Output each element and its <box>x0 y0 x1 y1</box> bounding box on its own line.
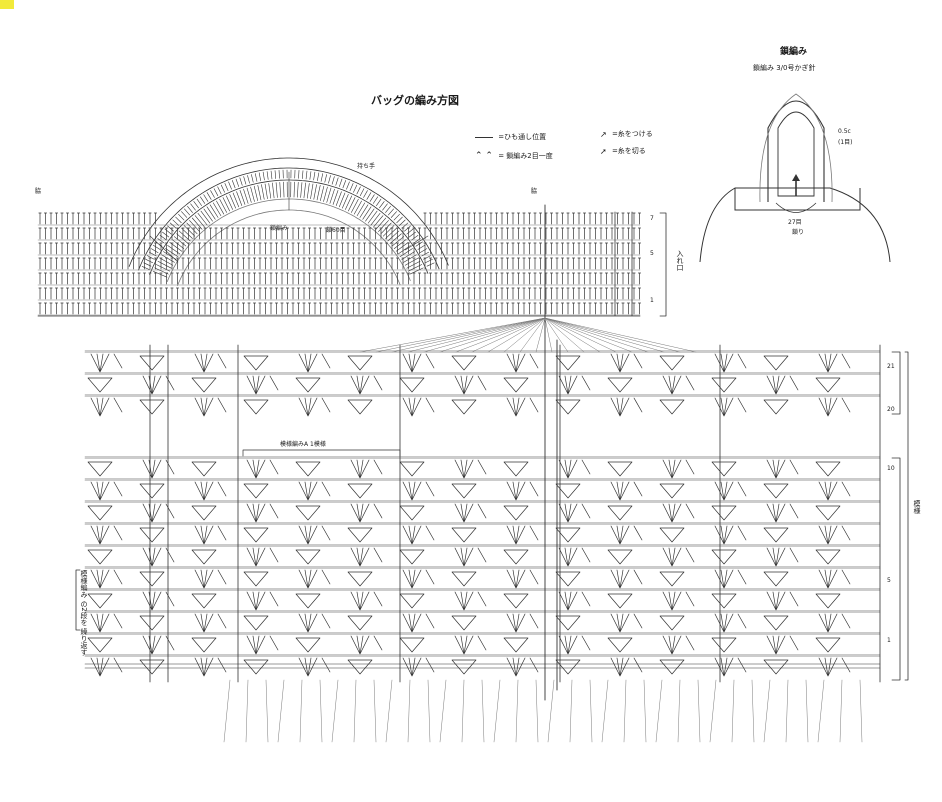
body-brackets <box>75 351 909 681</box>
drawstring-line <box>544 204 558 701</box>
center-side-mark: 脇 <box>531 188 538 195</box>
top-side-label: 入れ口 <box>676 250 684 271</box>
handle-stitches <box>141 169 435 278</box>
repeat-note: 模様編み の2段を 繰り返す <box>80 570 88 656</box>
legend-line-label: =ひも通し位置 <box>498 133 547 141</box>
legend-join-label: =糸をつける <box>611 130 653 138</box>
legend-cut-item: ➚ =糸を切る <box>600 146 646 156</box>
top-brackets <box>659 212 667 317</box>
top-band-frame <box>37 211 641 317</box>
top-row-num-1: 1 <box>650 297 654 304</box>
detail-loop-shadow <box>759 93 833 203</box>
row-num-21: 21 <box>887 363 895 370</box>
handle-arch-curve <box>138 167 440 271</box>
row-num-10: 10 <box>887 465 895 472</box>
legend-line-item: =ひも通し位置 <box>475 132 546 142</box>
detail-arrow-head <box>792 174 800 181</box>
chain-count-label: 鎖60目 <box>326 227 346 234</box>
row-num-5: 5 <box>887 577 891 584</box>
top-row-num-7: 7 <box>650 215 654 222</box>
detail-subtitle: 鎖編み 3/0号かぎ針 <box>753 64 816 72</box>
detail-band <box>734 188 861 211</box>
chain-label: 鎖編み <box>270 225 289 232</box>
row-num-1: 1 <box>887 637 891 644</box>
legend-dec-label: = 鎖編み2目一度 <box>498 152 553 160</box>
legend-join-item: ↗ =糸をつける <box>600 129 653 139</box>
body-v-motifs <box>87 355 841 675</box>
body-side-label: 模様 <box>913 500 921 514</box>
pattern-bracket <box>242 449 401 457</box>
handle-arch-curve <box>166 198 411 282</box>
handle-arch-curve <box>177 209 401 286</box>
detail-loop-outer <box>767 100 825 202</box>
legend-cut-label: =糸を切る <box>611 147 646 155</box>
body-fan-motifs <box>90 353 851 677</box>
top-band-rules <box>37 224 641 316</box>
handle-arch-curve <box>128 157 449 267</box>
detail-title: 鎖編み <box>780 47 808 57</box>
detail-loop-inner <box>777 111 815 197</box>
detail-width-label: 0.5c <box>838 128 851 135</box>
corner-highlight <box>0 0 14 9</box>
body-chain-marks <box>84 350 881 655</box>
row-num-20: 20 <box>887 406 895 413</box>
cut-yarn-icon: ➚ <box>600 146 607 156</box>
cord-fringe-top <box>359 317 697 353</box>
join-yarn-icon: ↗ <box>600 129 607 139</box>
top-row-num-5: 5 <box>650 250 654 257</box>
legend-dec-item: ⌃ ⌃ = 鎖編み2目一度 <box>475 151 553 161</box>
line-icon <box>475 136 493 138</box>
decrease-icon: ⌃ ⌃ <box>475 151 493 161</box>
body-dividers <box>149 344 881 683</box>
top-band-stitches <box>38 212 642 315</box>
cord-fringe-bottom <box>223 679 863 743</box>
body-row-rules <box>84 351 881 669</box>
handle-label: 持ち手 <box>357 163 376 170</box>
detail-bag-outline <box>699 187 891 263</box>
detail-bottom-label: 鎖り <box>792 229 805 236</box>
detail-count-bracket <box>775 202 817 213</box>
detail-bottom-count: 27目 <box>788 219 802 226</box>
detail-width-rows: (1目) <box>838 139 853 146</box>
diagram-title: バッグの編み方図 <box>371 94 459 107</box>
left-side-mark: 脇 <box>35 188 42 195</box>
pattern-repeat-label: 模様編みA 1模様 <box>280 441 326 448</box>
